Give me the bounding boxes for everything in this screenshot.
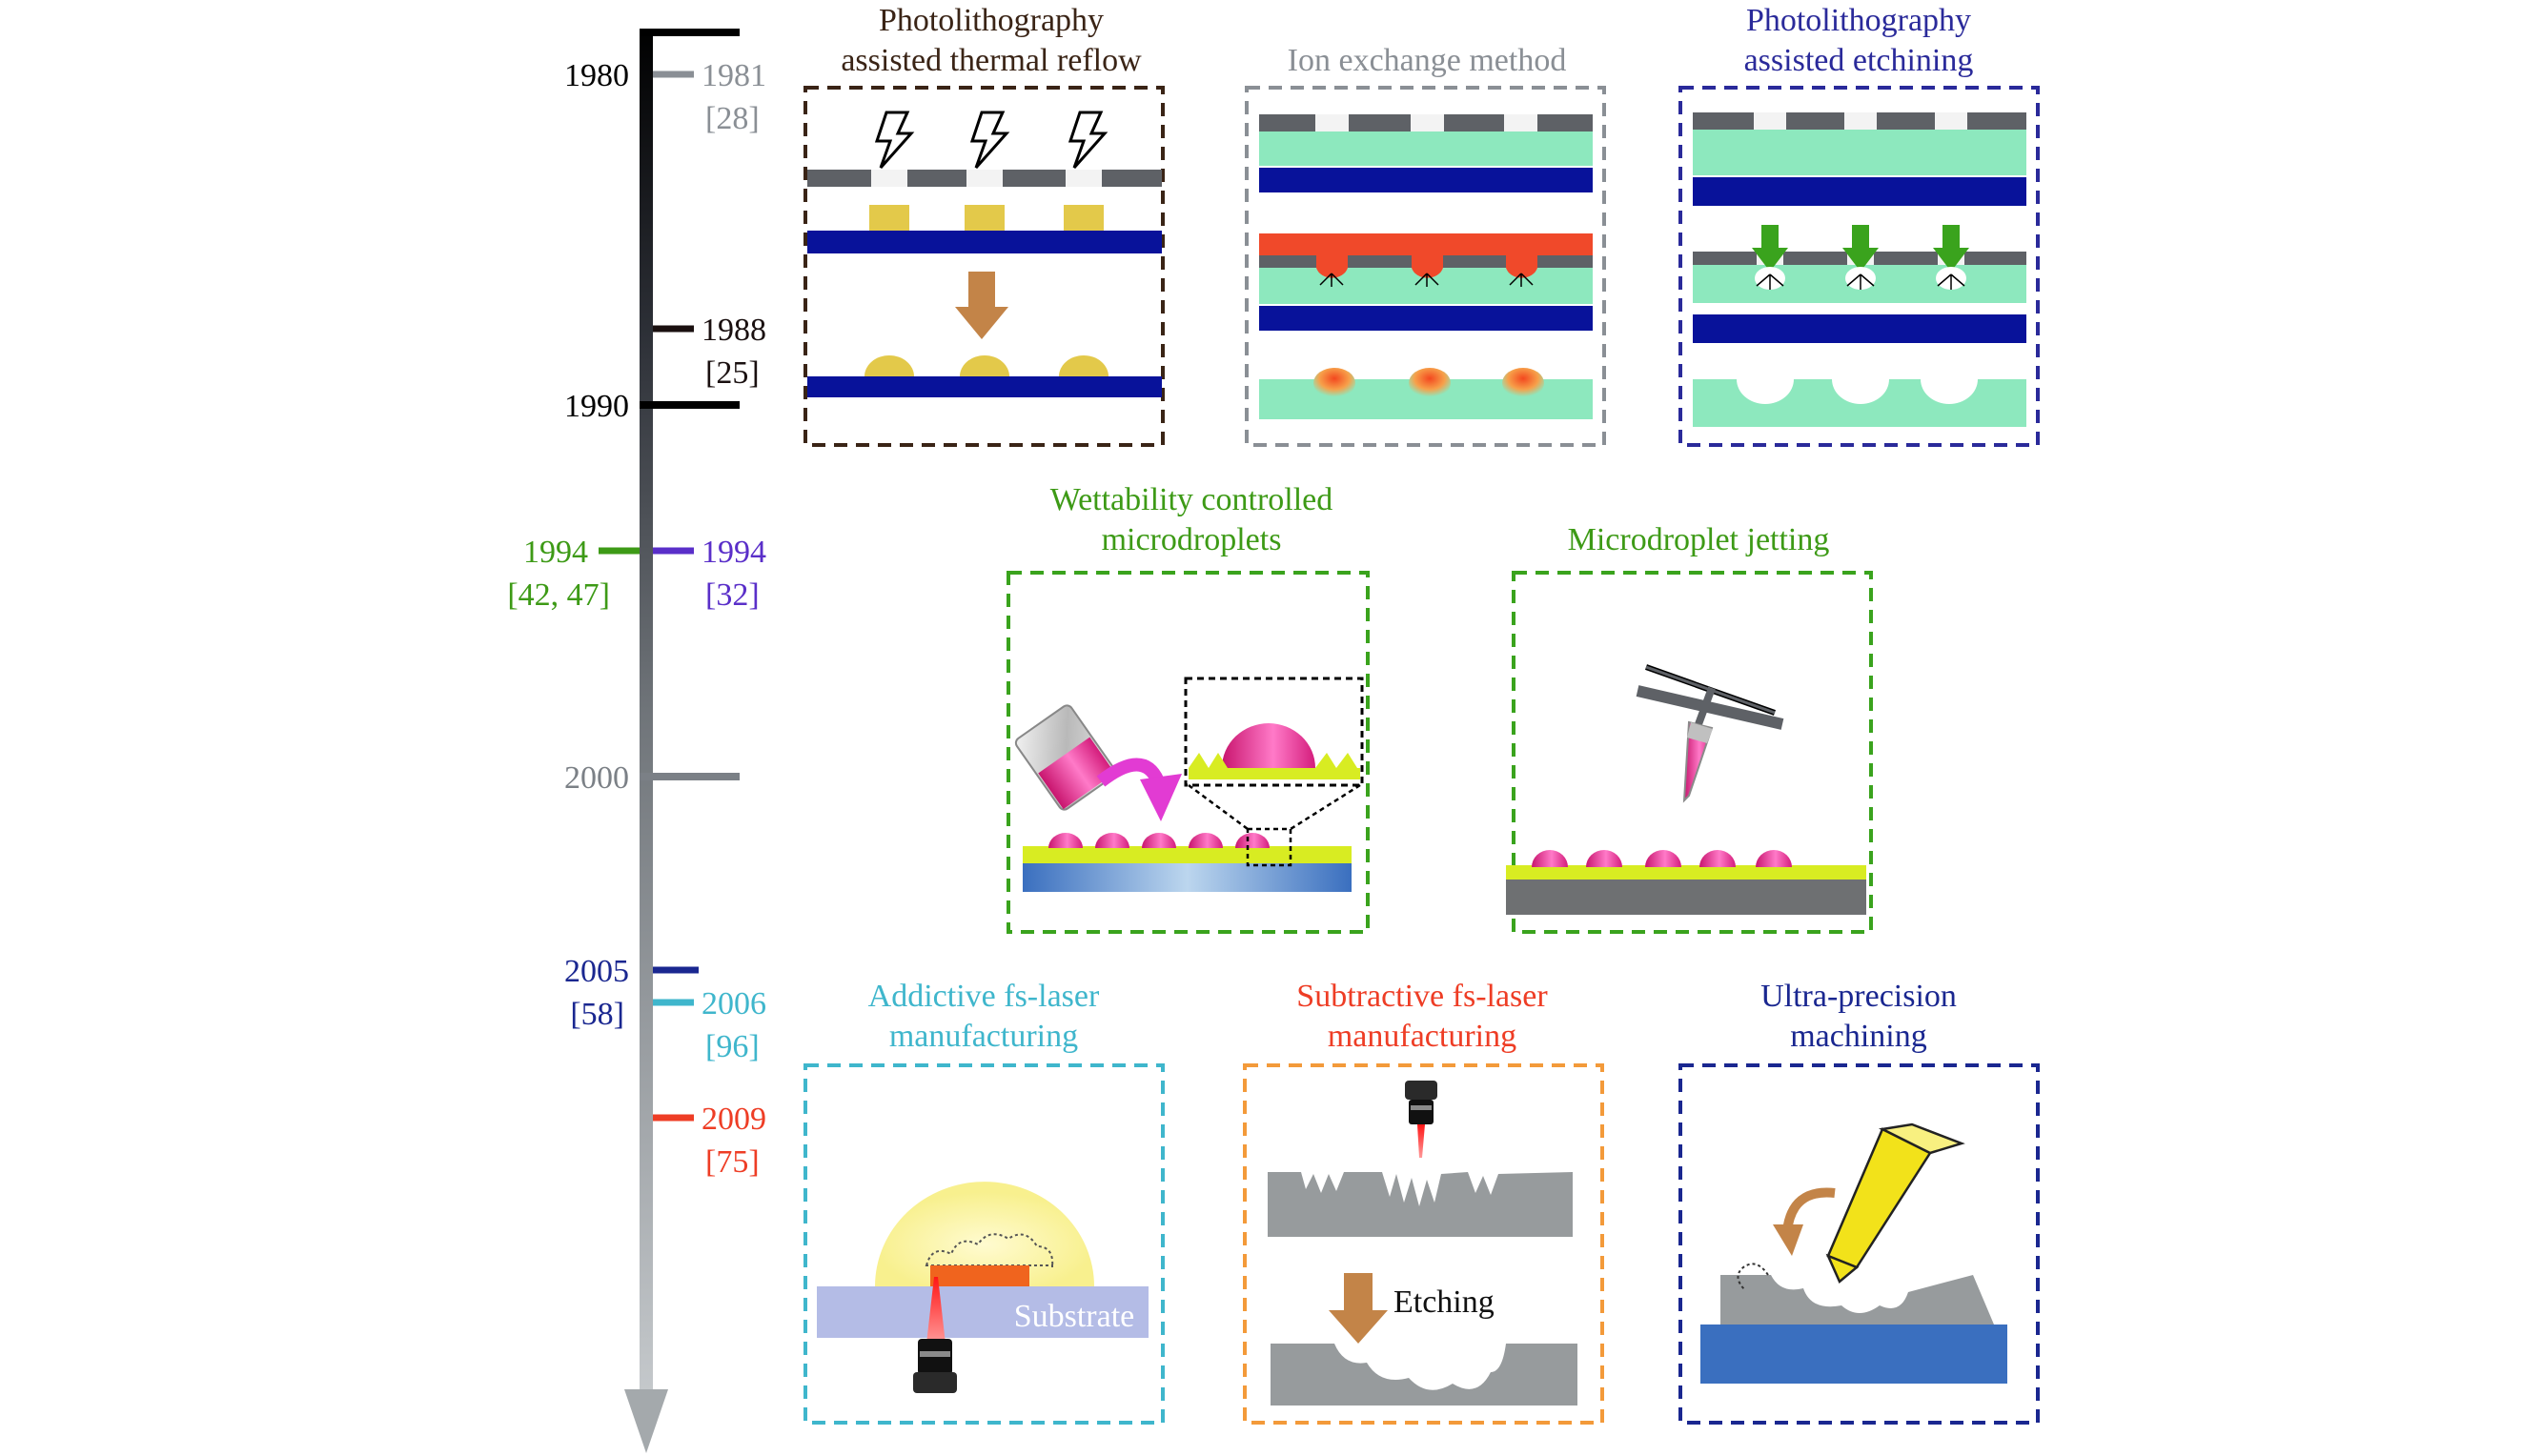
panel-subtractive-frame	[1243, 1063, 1604, 1425]
panel-ion-exchange: Ion exchange method	[1245, 43, 1606, 447]
panel-additive-frame	[803, 1063, 1165, 1425]
rotation-arrow-icon	[1782, 1187, 1836, 1232]
event-1994-left-year: 1994	[523, 535, 588, 570]
panel-thermal-reflow-title-line1: Photolithography	[879, 3, 1104, 38]
pour-arrow-icon	[1096, 758, 1165, 787]
substrate-bar	[1506, 880, 1866, 915]
event-1988-ref: [25]	[705, 355, 760, 391]
panel-additive-title-line1: Addictive fs-laser	[868, 979, 1100, 1014]
event-1981-year: 1981	[702, 58, 766, 93]
substrate-block	[1700, 1325, 2007, 1384]
panel-etching-title-line2: assisted etchining	[1744, 43, 1974, 78]
nozzle-icon	[1636, 664, 1784, 803]
panel-ion-exchange-title: Ion exchange method	[1288, 43, 1567, 78]
event-1981-ref: [28]	[705, 101, 760, 136]
objective-lens-icon	[913, 1339, 957, 1393]
panel-ultra-title-line1: Ultra-precision	[1760, 979, 1957, 1014]
panel-jetting-frame	[1512, 571, 1873, 934]
down-arrow-icon	[1329, 1273, 1388, 1344]
panel-additive-fs-laser: Addictive fs-laser manufacturing Substra…	[803, 979, 1165, 1425]
machined-workpiece	[1720, 1275, 1994, 1325]
glass-layer	[1259, 131, 1593, 166]
event-2006-year: 2006	[702, 986, 766, 1021]
panel-ultra-frame	[1678, 1063, 2040, 1425]
event-1988-year: 1988	[702, 313, 766, 348]
panel-wettability-title-line1: Wettability controlled	[1050, 482, 1333, 517]
event-1994-right-year: 1994	[702, 535, 766, 570]
timeline-axis	[640, 29, 653, 1391]
event-1994-left-ref: [42, 47]	[507, 577, 610, 613]
panel-thermal-reflow-title-line2: assisted thermal reflow	[841, 43, 1142, 78]
down-arrow-icon	[955, 272, 1008, 339]
timeline-arrowhead	[624, 1389, 668, 1453]
panel-subtractive-title-line1: Subtractive fs-laser	[1296, 979, 1548, 1014]
event-2009-ref: [75]	[705, 1144, 760, 1180]
event-2006-ref: [96]	[705, 1029, 760, 1064]
panel-wettability-frame	[1007, 571, 1370, 934]
objective-lens-icon	[1405, 1081, 1437, 1124]
panel-ultra-title-line2: machining	[1790, 1019, 1927, 1054]
laser-glow	[875, 1182, 1094, 1286]
panel-microdroplet-jetting: Microdroplet jetting	[1506, 522, 1873, 934]
panel-jetting-title: Microdroplet jetting	[1568, 522, 1830, 557]
beaker-icon	[1014, 704, 1117, 811]
substrate-bar	[807, 231, 1162, 253]
panel-wettability: Wettability controlled microdroplets	[1007, 482, 1370, 934]
event-2005-ref: [58]	[570, 997, 624, 1032]
panel-subtractive-title-line2: manufacturing	[1328, 1019, 1516, 1054]
panel-ion-exchange-frame	[1245, 86, 1606, 447]
year-1990-label: 1990	[564, 389, 629, 424]
panel-thermal-reflow-frame	[803, 86, 1165, 447]
printed-layer	[930, 1265, 1029, 1286]
glass-substrate	[1023, 863, 1352, 892]
event-2005-year: 2005	[564, 954, 629, 989]
event-2009-year: 2009	[702, 1102, 766, 1137]
panel-additive-title-line2: manufacturing	[889, 1019, 1078, 1054]
panel-etching-frame	[1678, 86, 2040, 447]
panel-etching-title-line1: Photolithography	[1746, 3, 1971, 38]
microdroplet-array	[1532, 850, 1792, 867]
year-2000-label: 2000	[564, 760, 629, 796]
panel-subtractive-fs-laser: Subtractive fs-laser manufacturing Etchi…	[1243, 979, 1604, 1425]
panel-photolithography-etching: Photolithography assisted etchining	[1678, 3, 2040, 447]
diamond-tool-icon	[1825, 1122, 1965, 1284]
etching-label: Etching	[1393, 1284, 1495, 1320]
diffusion-arrows-icon	[1319, 273, 1534, 287]
microlens-dome	[864, 355, 914, 376]
ablated-workpiece	[1268, 1172, 1573, 1237]
timeline: 1980 1981 [28] 1988 [25] 1990 1994 [42, …	[507, 29, 766, 1453]
event-1994-right-ref: [32]	[705, 577, 760, 613]
microdroplet-array	[1048, 833, 1270, 848]
etchant-arrow-icon	[1752, 225, 1969, 272]
photoresist-block	[869, 205, 909, 231]
panel-wettability-title-line2: microdroplets	[1102, 522, 1282, 557]
panel-thermal-reflow: Photolithography assisted thermal reflow	[803, 3, 1165, 447]
panel-ultra-precision: Ultra-precision machining	[1678, 979, 2040, 1425]
uv-light-icon	[874, 111, 1108, 169]
substrate-label: Substrate	[1014, 1299, 1135, 1334]
etched-workpiece	[1271, 1344, 1577, 1405]
year-1980-label: 1980	[564, 58, 629, 93]
substrate-block	[817, 1286, 1149, 1338]
